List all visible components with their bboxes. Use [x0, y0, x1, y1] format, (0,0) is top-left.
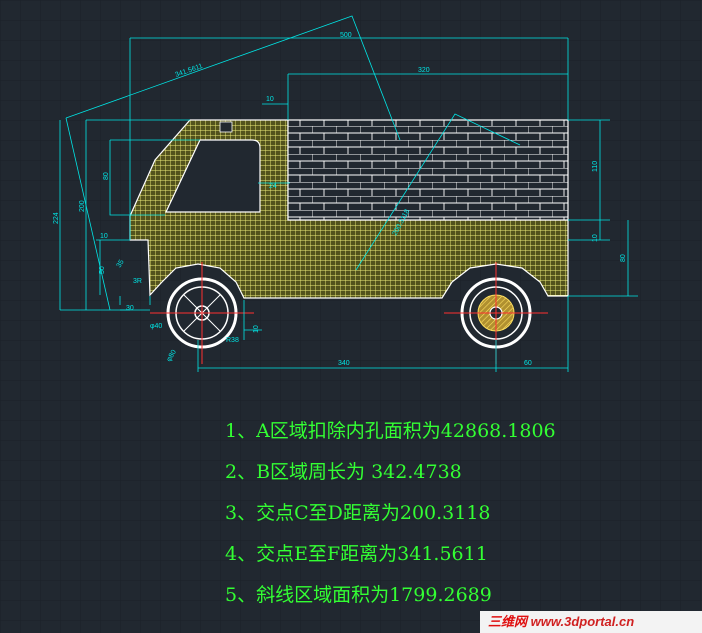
result-line-4: 4、交点E至F距离为341.5611: [225, 543, 488, 565]
dim-80: 80: [103, 172, 110, 180]
dim-200: 200: [79, 200, 86, 212]
dim-320: 320: [418, 67, 430, 74]
dim-500: 500: [340, 32, 352, 39]
truck-body: [129, 119, 569, 299]
dim-340: 340: [338, 360, 350, 367]
dim-50: 50: [99, 266, 106, 274]
result-line-3: 3、交点C至D距离为200.3118: [225, 502, 491, 524]
dim-24: 24: [269, 183, 277, 190]
dim-110: 110: [592, 161, 599, 172]
dim-10-tyre: 10: [253, 325, 260, 333]
dim-224: 224: [53, 212, 60, 224]
dim-rim: R38: [226, 337, 239, 344]
result-line-1: 1、A区域扣除内孔面积为42868.1806: [225, 420, 556, 442]
dim-10-box: 10: [592, 234, 599, 242]
dim-10-top: 10: [266, 96, 274, 103]
dim-30: 30: [126, 305, 134, 312]
result-line-5: 5、斜线区域面积为1799.2689: [225, 584, 492, 606]
dim-80-rear: 80: [620, 254, 627, 262]
result-line-2: 2、B区域周长为 342.4738: [225, 461, 462, 483]
site-watermark[interactable]: 三维网 www.3dportal.cn: [480, 611, 702, 633]
dimension-lines: [59, 15, 638, 372]
cab-window: [165, 139, 261, 213]
dim-35: 35: [116, 259, 126, 269]
cargo-box: [287, 119, 569, 221]
dim-angle: 3R: [133, 278, 142, 285]
dim-10-low: 10: [100, 233, 108, 240]
dim-hole: φ40: [150, 323, 162, 330]
watermark-cn: 三维网: [488, 614, 528, 629]
dim-60: 60: [524, 360, 532, 367]
watermark-url: www.3dportal.cn: [530, 614, 635, 629]
